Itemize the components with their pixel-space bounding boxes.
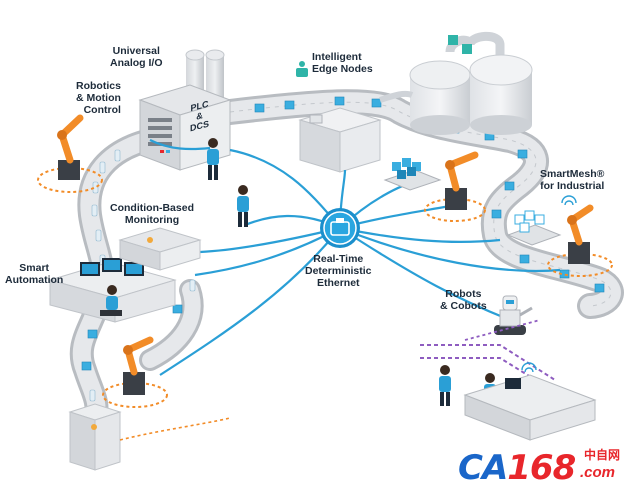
- cobot-robot: [494, 295, 533, 335]
- worker-1: [207, 138, 219, 180]
- label-universal-io: Universal Analog I/O: [110, 45, 163, 69]
- worker-3: [439, 365, 451, 406]
- label-condition-monitoring: Condition-Based Monitoring: [110, 202, 194, 226]
- ca168-watermark-logo: CA168 中自网 .com: [458, 448, 634, 488]
- watermark-brand: CA168: [458, 448, 576, 488]
- worker-2: [237, 185, 249, 227]
- robot-arm-4: [102, 336, 168, 408]
- agv-cart-2: [506, 210, 562, 246]
- wireless-icon: [521, 195, 577, 373]
- storage-tanks: [379, 31, 533, 135]
- label-intelligent-edge: Intelligent Edge Nodes: [312, 51, 373, 75]
- label-smartmesh: SmartMesh® for Industrial: [540, 168, 605, 192]
- robot-arm-1: [37, 114, 103, 193]
- label-robots-cobots: Robots & Cobots: [440, 288, 487, 312]
- label-smart-automation: Smart Automation: [5, 262, 64, 286]
- agv-cart-1: [383, 158, 442, 191]
- robot-arm-3: [547, 204, 613, 277]
- label-ethernet: Real-Time Deterministic Ethernet: [305, 253, 372, 289]
- ethernet-switch-icon: [320, 208, 360, 248]
- packaging-station: [420, 319, 597, 441]
- monitoring-box: [68, 403, 231, 471]
- control-room: [48, 227, 202, 323]
- watermark-dotcom: .com: [580, 464, 616, 481]
- label-robotics-motion: Robotics & Motion Control: [76, 80, 121, 116]
- edge-node-building: [298, 107, 382, 173]
- edge-node-icon: [296, 61, 308, 77]
- conveyor-belt: [69, 89, 624, 432]
- conveyor-boxes: [81, 96, 605, 371]
- watermark-cn-text: 中自网: [584, 448, 621, 462]
- robot-arm-2: [424, 151, 486, 222]
- operator-seated: [100, 285, 122, 316]
- plc-dcs-label: PLC & DCS: [190, 98, 209, 134]
